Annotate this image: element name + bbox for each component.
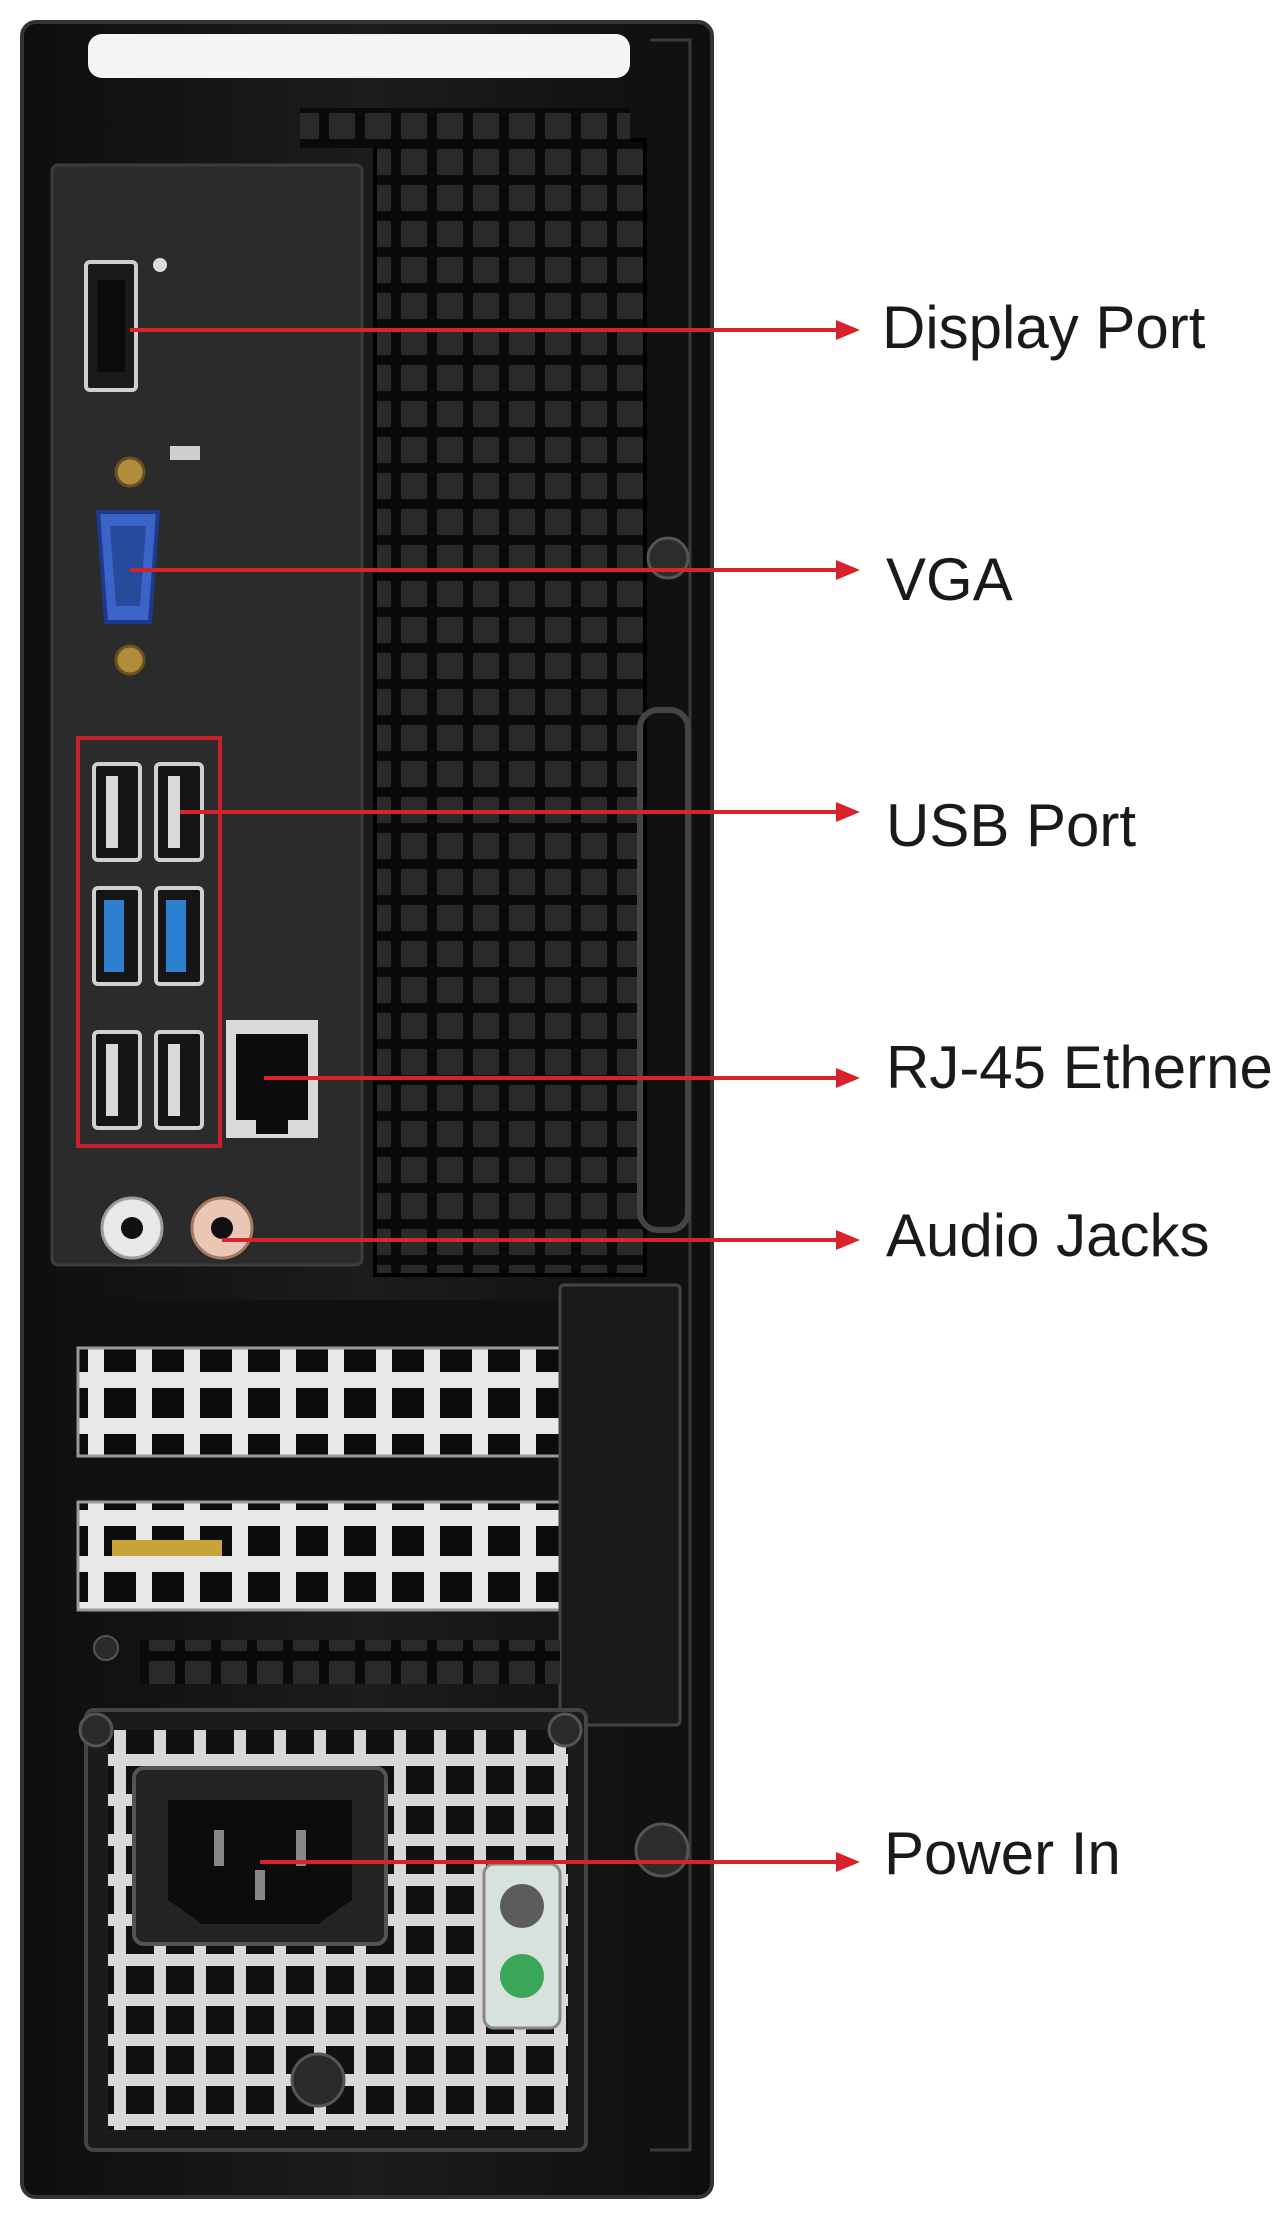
callout-label-audio-jacks: Audio Jacks — [886, 1202, 1210, 1269]
display-port-connector — [84, 258, 167, 392]
callout-arrow-display-port — [836, 320, 860, 340]
io-panel — [50, 163, 364, 1267]
usb-highlight-box — [76, 736, 222, 1148]
callout-arrow-power-in — [836, 1852, 860, 1872]
vga-connector — [95, 446, 200, 676]
callout-label-vga: VGA — [886, 546, 1013, 613]
callout-label-rj45-ethernet: RJ-45 Etherne — [886, 1034, 1273, 1101]
callouts: Display Port VGA USB Port RJ-45 Etherne … — [130, 294, 1273, 1887]
audio-jacks-connector — [100, 1196, 254, 1260]
callout-arrow-usb-port — [836, 802, 860, 822]
power-supply — [78, 1708, 588, 2152]
callout-arrow-audio-jacks — [836, 1230, 860, 1250]
expansion-slots — [60, 1283, 682, 1727]
callout-label-power-in: Power In — [884, 1820, 1121, 1887]
usb-ports — [92, 762, 204, 1130]
callout-label-usb-port: USB Port — [886, 792, 1136, 859]
lower-vent-strip — [93, 1635, 560, 1684]
callout-arrow-vga — [836, 560, 860, 580]
callout-arrow-rj45 — [836, 1068, 860, 1088]
callout-label-display-port: Display Port — [882, 294, 1206, 361]
